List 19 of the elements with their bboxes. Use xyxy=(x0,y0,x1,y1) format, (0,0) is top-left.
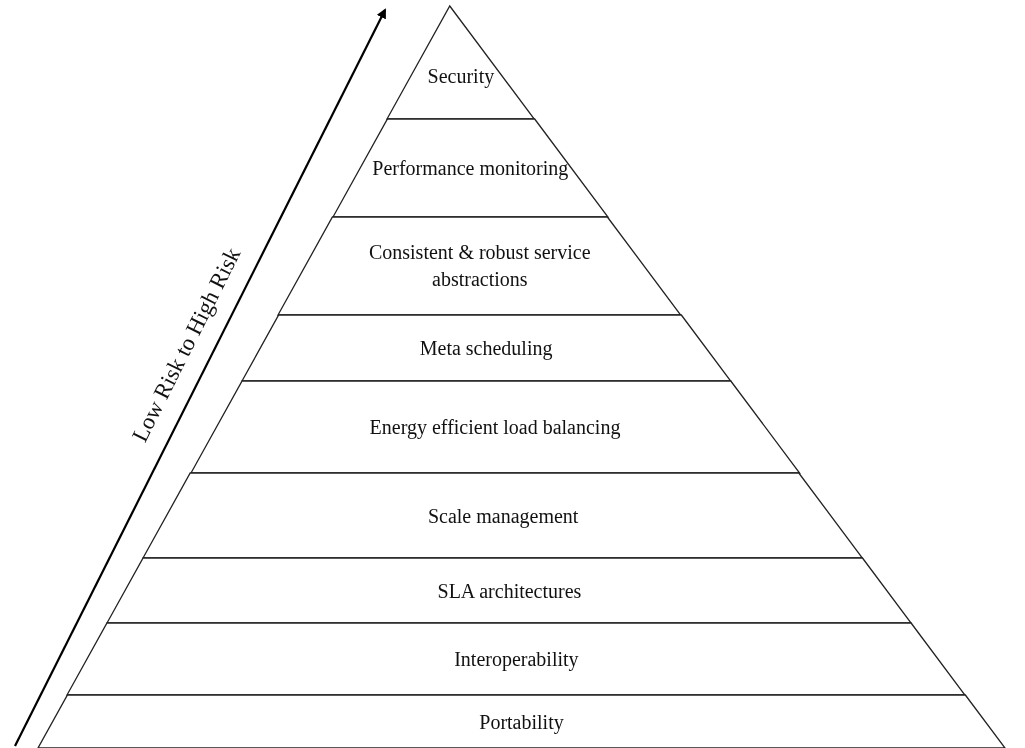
pyramid-layer xyxy=(67,623,966,695)
layer-label: Performance monitoring xyxy=(371,155,570,182)
layer-label: Scale management xyxy=(426,503,580,529)
pyramid-layer xyxy=(107,558,912,623)
layer-label: SLA architectures xyxy=(436,578,583,603)
pyramid-layer xyxy=(332,119,608,217)
pyramid-apex xyxy=(387,6,535,119)
layer-label: Energy efficient load balancing xyxy=(368,414,622,441)
layer-label: Portability xyxy=(478,709,565,735)
pyramid-layer xyxy=(190,381,800,473)
pyramid-layer xyxy=(38,695,1005,748)
layer-label: Consistent & robust service abstractions xyxy=(367,240,592,292)
layer-label: Security xyxy=(426,63,496,90)
pyramid-layer xyxy=(241,315,731,381)
pyramid-layer xyxy=(143,473,863,558)
axis-label: Low Risk to High Risk xyxy=(126,243,246,447)
layer-label: Meta scheduling xyxy=(418,335,554,362)
pyramid-layer xyxy=(278,217,682,315)
layer-label: Interoperability xyxy=(453,646,580,673)
